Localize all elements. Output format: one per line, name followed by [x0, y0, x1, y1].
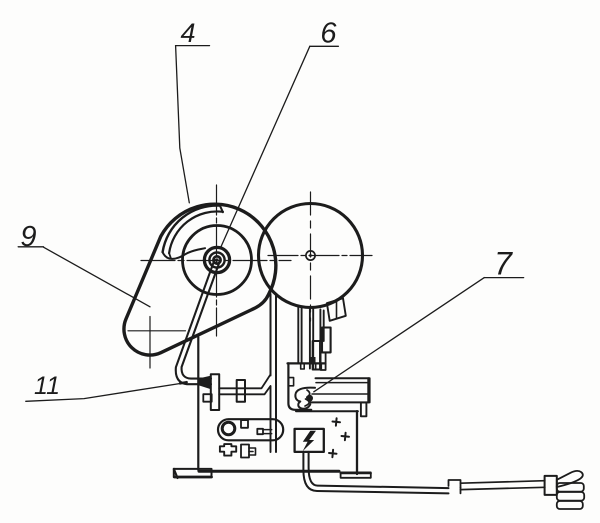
- svg-text:6: 6: [320, 17, 337, 49]
- svg-text:9: 9: [20, 221, 36, 253]
- svg-text:11: 11: [34, 372, 60, 400]
- svg-text:7: 7: [494, 246, 513, 282]
- svg-text:4: 4: [180, 18, 195, 48]
